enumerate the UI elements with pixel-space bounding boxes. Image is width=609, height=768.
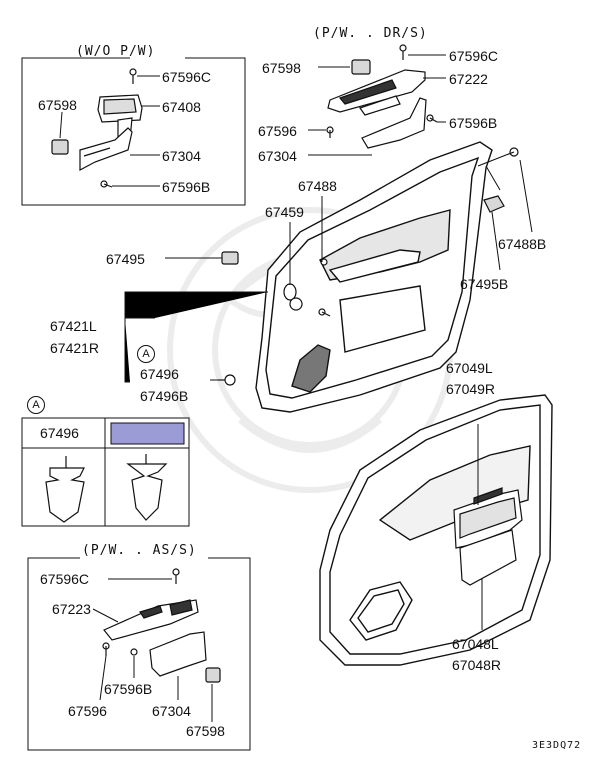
label-dr-67304: 67304	[258, 148, 297, 164]
label-67495b: 67495B	[460, 276, 509, 292]
label-dr-67596: 67596	[258, 123, 297, 139]
label-67048l: 67048L	[452, 636, 499, 652]
main-leader-lines	[124, 154, 533, 383]
label-67459: 67459	[265, 204, 304, 220]
label-67495: 67495	[106, 251, 145, 267]
wo-bracket	[79, 127, 133, 171]
clip-drawing-left	[45, 456, 85, 523]
label-as-67596: 67596	[68, 703, 107, 719]
label-67496: 67496	[140, 366, 179, 382]
label-as-67596c: 67596C	[40, 571, 90, 587]
wo-leader-lines	[59, 75, 160, 187]
clip-drawing-right	[126, 454, 168, 521]
callout-marker-a: A	[137, 345, 155, 363]
label-67488b: 67488B	[498, 236, 547, 252]
label-as-67223: 67223	[52, 601, 91, 617]
wo-pw-inset-box	[21, 57, 246, 206]
dr-screws	[326, 44, 438, 138]
header-wo-pw: (W/O P/W)	[76, 44, 156, 59]
door-handle-parts	[283, 258, 331, 317]
dr-clip-67598	[351, 59, 371, 75]
table-marker-a: A	[27, 396, 45, 414]
table-header-67496: 67496	[40, 425, 79, 441]
door-handle-assembly	[453, 487, 523, 586]
label-as-67598: 67598	[186, 723, 225, 739]
clip-67495	[221, 251, 239, 265]
label-as-67596b: 67596B	[104, 681, 153, 697]
label-dr-67596c: 67596C	[449, 48, 499, 64]
diagram-code: 3E3DQ72	[532, 740, 582, 751]
as-leader-lines	[92, 578, 213, 722]
label-67421r: 67421R	[50, 340, 100, 356]
clip-67495b-67488b	[483, 147, 519, 213]
label-dr-67596b: 67596B	[449, 115, 498, 131]
pw-as-inset-box	[27, 557, 251, 751]
label-67048r: 67048R	[452, 657, 502, 673]
label-as-67304: 67304	[152, 703, 191, 719]
label-67488: 67488	[298, 178, 337, 194]
as-bracket	[149, 631, 207, 677]
rear-leader-lines	[477, 424, 483, 630]
dr-bracket	[361, 97, 427, 149]
door-trim-front	[255, 141, 493, 413]
as-clip-67598	[205, 667, 221, 683]
label-67421l: 67421L	[50, 318, 97, 334]
dr-switch-panel	[327, 69, 426, 116]
dr-leader-lines	[308, 54, 446, 156]
label-wo-67596c: 67596C	[162, 69, 212, 85]
clip-67496	[218, 374, 236, 386]
label-dr-67598: 67598	[262, 60, 301, 76]
label-67049r: 67049R	[446, 381, 496, 397]
label-67496b: 67496B	[140, 388, 189, 404]
as-screws	[102, 568, 180, 656]
label-67049l: 67049L	[446, 360, 493, 376]
wo-clip-67598	[51, 139, 69, 155]
as-switch-panel	[103, 599, 199, 641]
door-panel-inner	[319, 394, 553, 666]
label-wo-67304: 67304	[162, 148, 201, 164]
wo-screws	[100, 68, 137, 188]
header-pw-dr: (P/W. . DR/S)	[313, 26, 428, 41]
label-dr-67222: 67222	[449, 71, 488, 87]
label-wo-67596b: 67596B	[162, 179, 211, 195]
label-wo-67598: 67598	[38, 97, 77, 113]
label-wo-67408: 67408	[162, 99, 201, 115]
header-pw-as: (P/W. . AS/S)	[82, 543, 197, 558]
